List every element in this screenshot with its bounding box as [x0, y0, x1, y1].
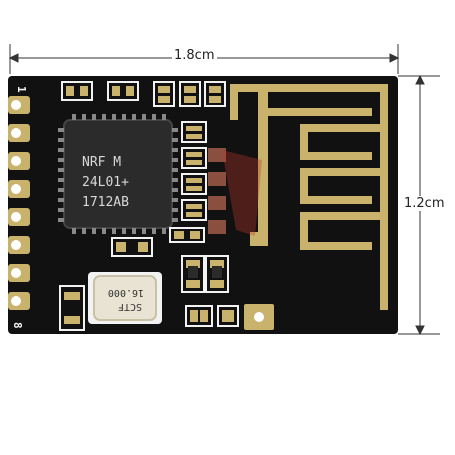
pin-1-mark: 1: [15, 86, 28, 93]
mounting-pad: [244, 304, 274, 330]
crystal-oscillator: SCTF 16.000: [88, 272, 162, 324]
crystal-marking-line-1: SCTF: [118, 301, 142, 312]
width-dimension-label: 1.8cm: [172, 48, 217, 63]
crystal-marking-line-2: 16.000: [108, 287, 144, 298]
smd-parts-lower: [59, 227, 239, 331]
chip-marking-line-2: 24L01+: [82, 175, 129, 190]
pin-header: [8, 96, 30, 310]
smd-resistors-top: [66, 86, 221, 103]
height-dimension-label: 1.2cm: [402, 196, 447, 211]
smd-parts-top-row: [61, 81, 226, 107]
chip-marking-line-1: NRF M: [82, 155, 121, 170]
watermark-logo: [222, 150, 262, 236]
pin-8-mark: 8: [11, 322, 24, 329]
chip-marking-line-3: 1712AB: [82, 195, 129, 210]
smd-capacitors-column: [181, 121, 226, 234]
pcb-trace-antenna: [230, 84, 388, 310]
nrf24l01-chip: NRF M 24L01+ 1712AB: [58, 114, 178, 234]
